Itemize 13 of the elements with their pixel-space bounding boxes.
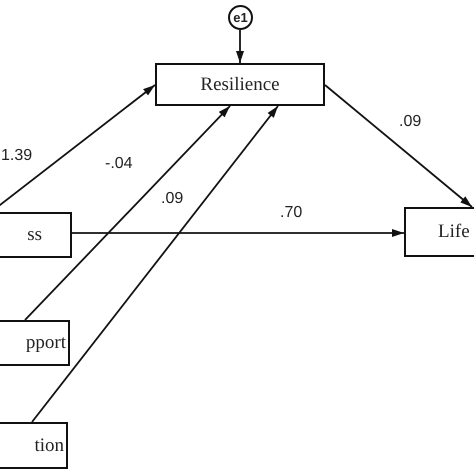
variable-name: e1 [233,10,248,25]
variable-name: pport [26,332,66,354]
arrow [31,105,279,423]
variable-name: ss [27,224,42,246]
variable-box [155,63,325,106]
variable-name: Life [438,221,470,243]
arrow [72,229,404,237]
error-term-circle [228,5,253,30]
arrow [324,84,473,208]
variable-name: Resilience [200,74,280,96]
variable-name: tion [34,434,64,456]
arrow [24,105,231,321]
arrow [236,30,244,63]
